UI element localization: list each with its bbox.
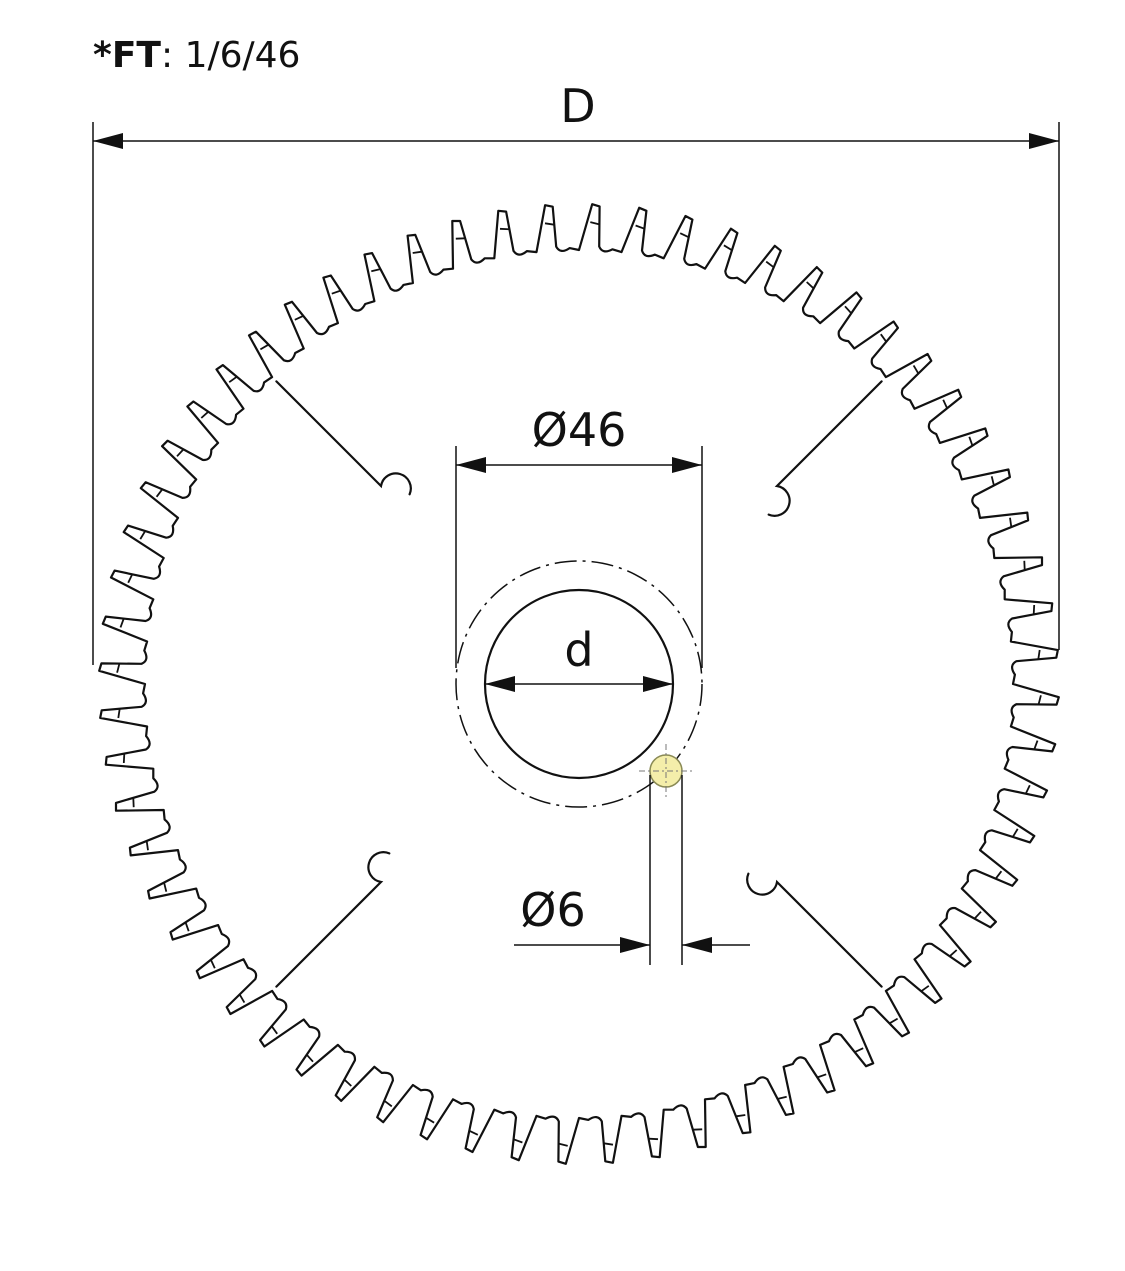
flange-diameter-label: Ø46	[532, 403, 627, 457]
carbide-tip	[331, 289, 341, 295]
carbide-tip	[844, 305, 852, 314]
carbide-tip	[968, 436, 974, 446]
carbide-tip	[765, 260, 775, 268]
carbide-tip	[343, 1079, 352, 1087]
carbide-tip	[974, 911, 982, 920]
carbide-tip	[163, 882, 168, 892]
carbide-tip	[880, 333, 887, 343]
flange-circle	[455, 560, 703, 808]
carbide-tip	[635, 224, 645, 230]
carbide-tip	[306, 1054, 314, 1063]
carbide-tip	[499, 227, 510, 231]
carbide-tip	[889, 1017, 899, 1025]
carbide-tip	[1032, 604, 1036, 615]
carbide-tip	[371, 268, 381, 273]
carbide-tip	[1009, 517, 1013, 528]
carbide-tip	[259, 343, 269, 351]
carbide-tip	[469, 1129, 479, 1136]
carbide-tip	[648, 1137, 659, 1141]
carbide-tip	[723, 244, 733, 251]
carbide-tip	[119, 618, 125, 628]
carbide-tip	[1037, 649, 1041, 660]
carbide-tip	[990, 476, 995, 486]
carbide-tip	[228, 376, 238, 383]
expansion-slot	[767, 380, 883, 517]
pin-hole-label: Ø6	[520, 883, 585, 937]
carbide-tip	[1024, 784, 1031, 794]
carbide-tip	[238, 994, 246, 1004]
flange-diameter-dimension	[455, 446, 703, 668]
outer-diameter-dimension	[92, 122, 1060, 665]
carbide-tip	[139, 530, 146, 540]
carbide-tip	[176, 448, 184, 457]
carbide-tip	[603, 1142, 614, 1146]
carbide-tip	[127, 574, 134, 584]
carbide-tip	[145, 840, 149, 851]
carbide-tip	[679, 232, 689, 239]
expansion-slot	[275, 851, 391, 988]
carbide-tip	[116, 663, 121, 673]
carbide-tip	[200, 411, 209, 419]
bore-label: d	[564, 623, 593, 677]
carbide-tip	[558, 1142, 568, 1147]
carbide-tip	[1012, 828, 1019, 838]
carbide-tip	[184, 922, 190, 932]
carbide-tip	[735, 1114, 746, 1118]
carbide-tip	[942, 399, 948, 409]
carbide-tip	[412, 250, 423, 254]
carbide-tip	[155, 488, 163, 498]
expansion-slot	[746, 872, 883, 988]
carbide-tip	[294, 315, 304, 321]
expansion-slots	[275, 380, 883, 988]
carbide-tip	[271, 1025, 278, 1035]
expansion-slot	[275, 380, 412, 496]
carbide-tip	[513, 1138, 523, 1144]
pin-hole	[639, 744, 695, 800]
carbide-tip	[122, 753, 126, 764]
carbide-tip	[383, 1100, 393, 1108]
carbide-tip	[1033, 740, 1039, 750]
carbide-tip	[777, 1095, 787, 1100]
carbide-tip	[425, 1117, 435, 1124]
carbide-tip	[920, 985, 930, 992]
carbide-tip	[590, 221, 600, 226]
carbide-tip	[854, 1047, 864, 1053]
outer-diameter-label: D	[560, 79, 595, 133]
carbide-tip	[912, 364, 920, 374]
carbide-tips	[116, 221, 1042, 1147]
carbide-tip	[817, 1073, 827, 1079]
carbide-tip	[117, 708, 121, 719]
carbide-tip	[1037, 695, 1042, 705]
blade-outline	[98, 203, 1060, 1165]
carbide-tip	[949, 949, 958, 957]
carbide-tip	[995, 870, 1003, 880]
carbide-tip	[210, 959, 216, 969]
carbide-tip	[806, 281, 815, 289]
carbide-tip	[544, 222, 555, 226]
pin-hole-dimension	[514, 775, 750, 965]
product-code-label: *FT: 1/6/46	[93, 35, 300, 76]
